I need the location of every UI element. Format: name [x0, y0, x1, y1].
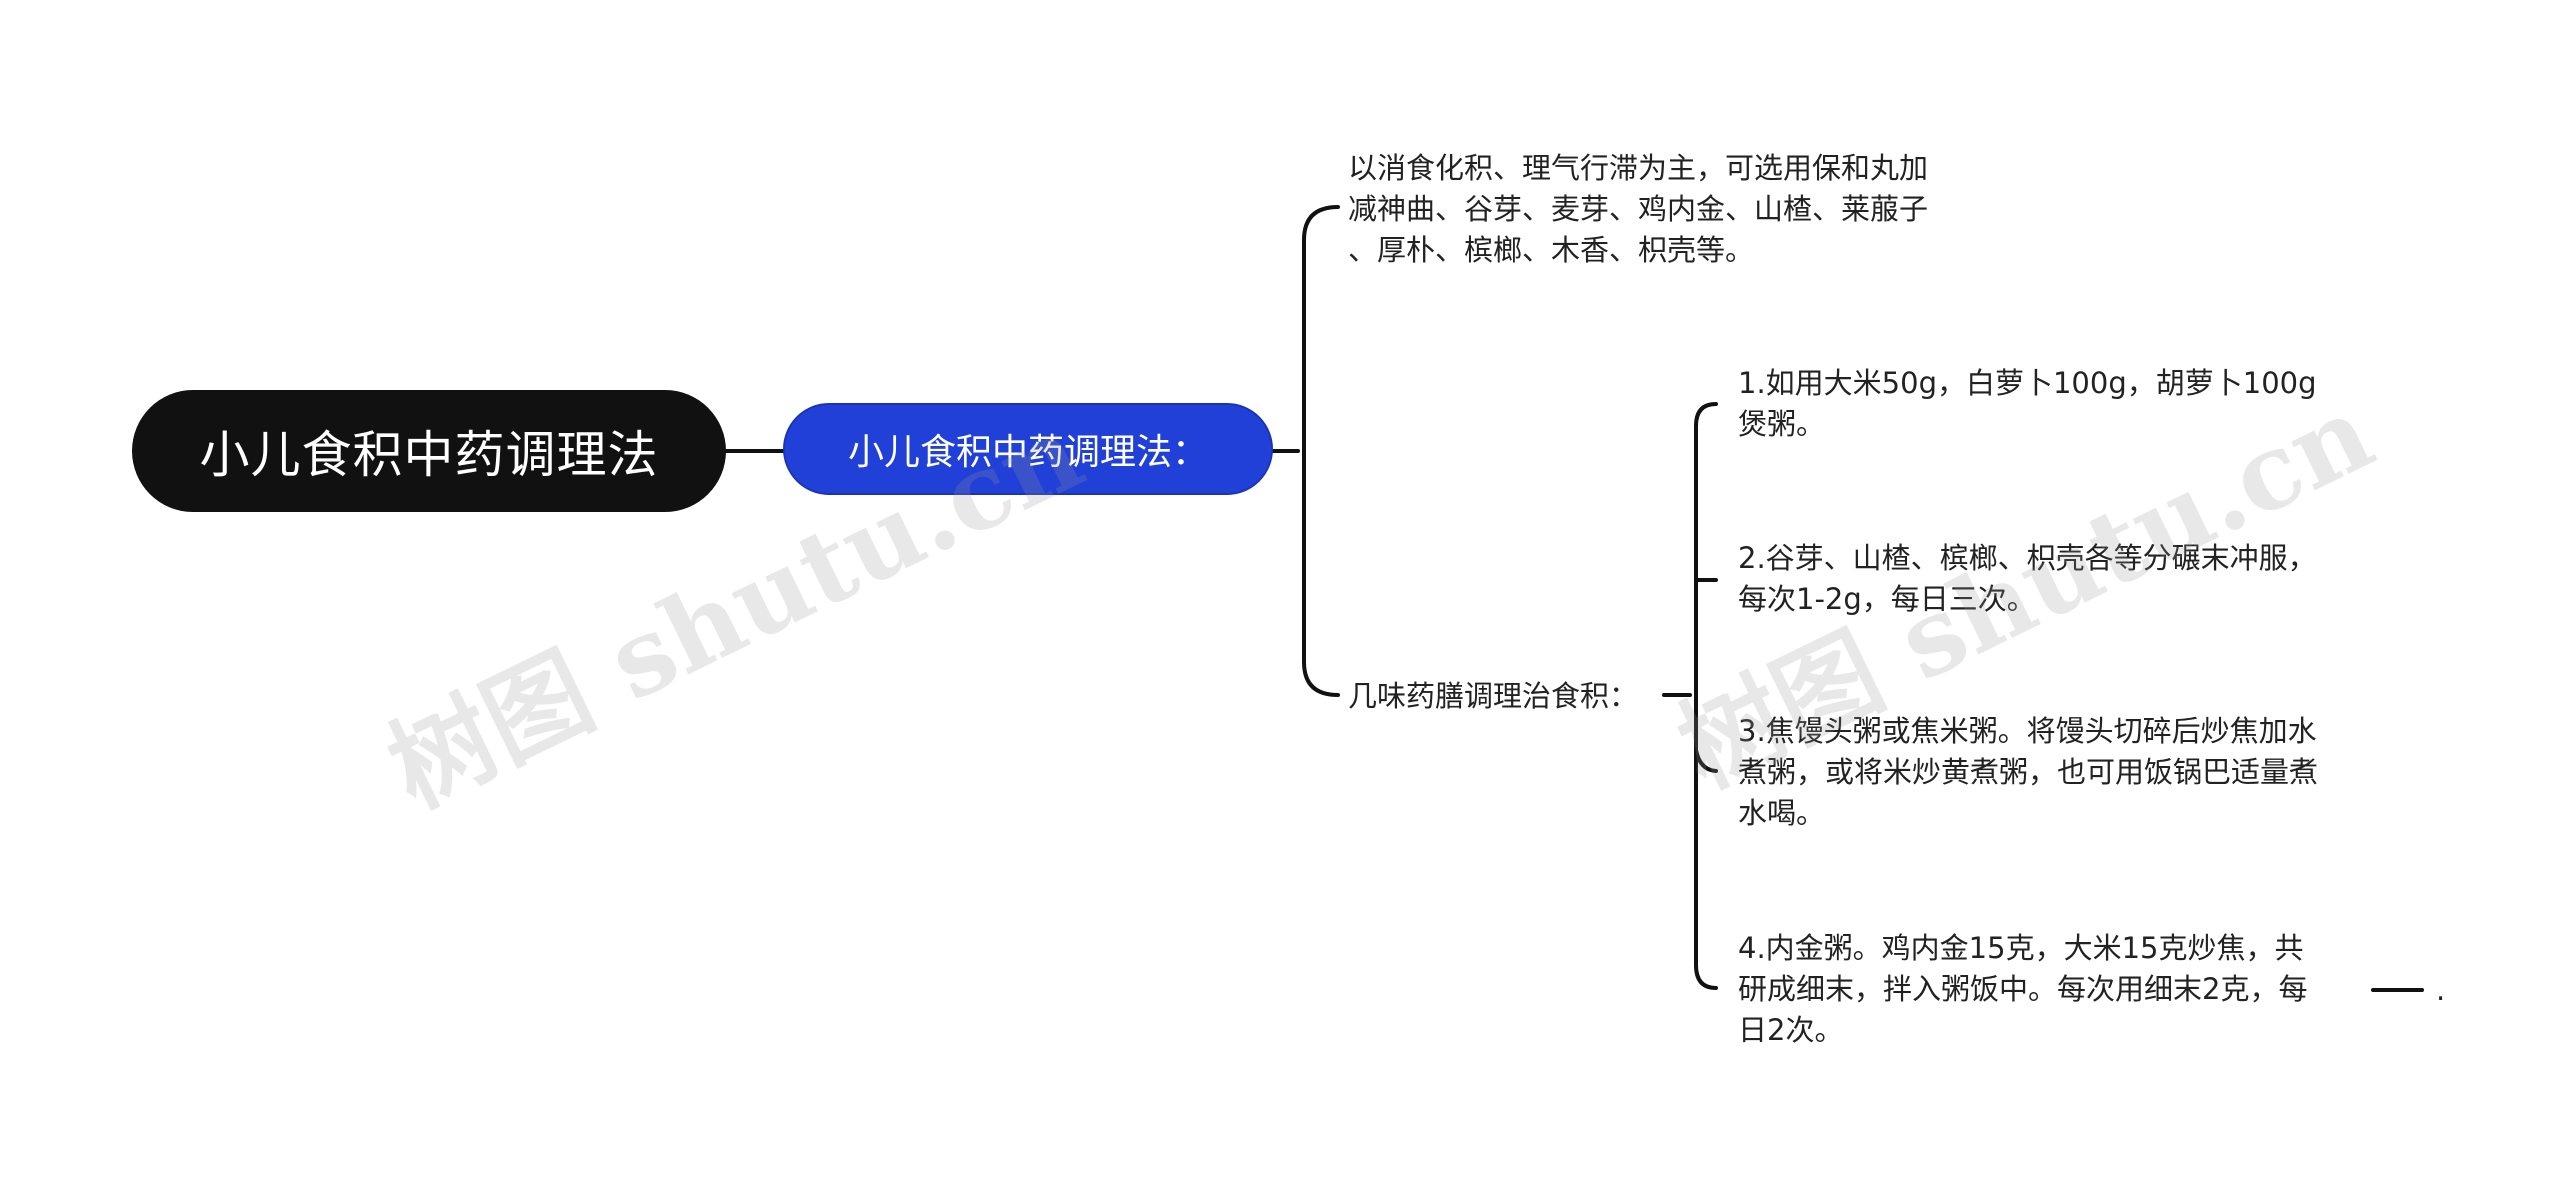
- text-line: 4.内金粥。鸡内金15克，大米15克炒焦，共: [1738, 931, 2304, 965]
- text-line: 2.谷芽、山楂、槟榔、枳壳各等分碾末冲服，: [1738, 541, 2317, 575]
- recipe-item-4[interactable]: 4.内金粥。鸡内金15克，大米15克炒焦，共 研成细末，拌入粥饭中。每次用细末2…: [1738, 928, 2307, 1051]
- bracket-level2: [1694, 402, 1718, 990]
- child-text-principle[interactable]: 以消食化积、理气行滞为主，可选用保和丸加 减神曲、谷芽、麦芽、鸡内金、山楂、莱菔…: [1348, 148, 1928, 271]
- recipe-item-2[interactable]: 2.谷芽、山楂、槟榔、枳壳各等分碾末冲服， 每次1-2g，每日三次。: [1738, 538, 2317, 620]
- recipe-item-3[interactable]: 3.焦馒头粥或焦米粥。将馒头切碎后炒焦加水 煮粥，或将米炒黄煮粥，也可用饭锅巴适…: [1738, 711, 2318, 834]
- bracket-level1: [1302, 205, 1340, 697]
- text-line: 研成细末，拌入粥饭中。每次用细末2克，每: [1738, 972, 2308, 1006]
- root-label: 小儿食积中药调理法: [199, 426, 659, 484]
- root-node[interactable]: 小儿食积中药调理法: [132, 390, 726, 512]
- text-line: 水喝。: [1738, 796, 1826, 830]
- recipe-item-1[interactable]: 1.如用大米50g，白萝卜100g，胡萝卜100g 煲粥。: [1738, 363, 2317, 445]
- bracket-tick-item3: [1694, 748, 1718, 773]
- text-line: 以消食化积、理气行滞为主，可选用保和丸加: [1348, 151, 1929, 185]
- text-line: 煮粥，或将米炒黄煮粥，也可用饭锅巴适量煮: [1738, 755, 2319, 789]
- text-line: 1.如用大米50g，白萝卜100g，胡萝卜100g: [1738, 366, 2317, 400]
- text-line: 日2次。: [1738, 1013, 1844, 1047]
- text-line: 几味药膳调理治食积：: [1348, 679, 1639, 713]
- branch-node[interactable]: 小儿食积中药调理法：: [783, 403, 1273, 495]
- child-group-label[interactable]: 几味药膳调理治食积：: [1348, 676, 1638, 717]
- text-line: 3.焦馒头粥或焦米粥。将馒头切碎后炒焦加水: [1738, 714, 2317, 748]
- recipe-item-4-tail[interactable]: .: [2436, 970, 2445, 1011]
- text-line: 、厚朴、槟榔、木香、枳壳等。: [1348, 233, 1755, 267]
- text-line: 煲粥。: [1738, 407, 1826, 441]
- text-line: 减神曲、谷芽、麦芽、鸡内金、山楂、莱菔子: [1348, 192, 1929, 226]
- tail-text: .: [2436, 973, 2446, 1007]
- branch-label: 小儿食积中药调理法：: [847, 432, 1208, 473]
- text-line: 每次1-2g，每日三次。: [1738, 582, 2036, 616]
